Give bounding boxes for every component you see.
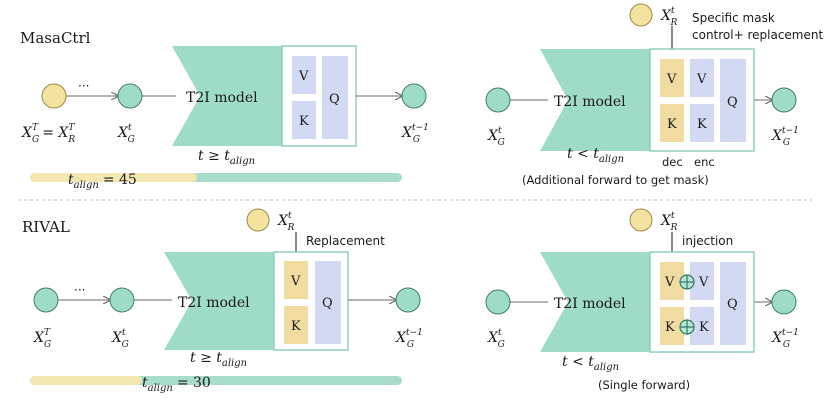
reference-latent-node	[246, 208, 270, 232]
v-block	[292, 56, 316, 94]
k-label: K	[299, 114, 309, 129]
latent-node-t	[117, 83, 143, 109]
output-latent-node	[395, 287, 421, 313]
k-enc-label: K	[697, 117, 707, 132]
k2-label: K	[699, 320, 709, 335]
ellipsis: ···	[78, 79, 89, 93]
q-block	[315, 261, 341, 344]
annotation-line2: control+ replacement	[692, 28, 823, 42]
timeline-bar-fill	[30, 173, 197, 182]
v-block	[284, 261, 308, 299]
enc-label: enc	[694, 155, 715, 169]
talign-label: talign= 30	[142, 375, 211, 394]
q-block	[720, 59, 746, 142]
q-label: Q	[322, 296, 333, 311]
reference-latent-node	[629, 208, 653, 232]
condition-label: t ≥ talign	[198, 148, 255, 167]
v1-label: V	[664, 275, 675, 290]
model-label: T2I model	[186, 90, 258, 106]
k-label: K	[291, 319, 301, 334]
t2i-model-shape	[540, 252, 650, 352]
k-block	[284, 306, 308, 344]
k-block	[292, 101, 316, 139]
latent-node-t	[109, 287, 135, 313]
v-label: V	[290, 274, 301, 289]
t2i-model-shape	[540, 49, 650, 151]
concat-plus-icon	[679, 274, 695, 290]
output-latent-node	[771, 289, 797, 315]
concat-plus-icon	[679, 319, 695, 335]
input-latent-node	[485, 289, 511, 315]
panel-title-rival: RIVAL	[22, 218, 70, 236]
q-block	[720, 262, 746, 345]
t2i-model-shape	[172, 46, 282, 146]
talign-label: talign= 45	[68, 172, 137, 191]
condition-label: t < talign	[567, 146, 624, 165]
source-latent-node	[41, 83, 67, 109]
caption: (Additional forward to get mask)	[522, 173, 709, 187]
output-latent-node	[401, 83, 427, 109]
model-label: T2I model	[178, 295, 250, 311]
v2-label: V	[698, 275, 709, 290]
dec-label: dec	[662, 155, 683, 169]
input-latent-node	[485, 87, 511, 113]
model-label: T2I model	[554, 296, 626, 312]
k-dec-label: K	[667, 117, 677, 132]
q-block	[322, 56, 348, 139]
panel-title-masactrl: MasaCtrl	[20, 29, 91, 47]
caption: (Single forward)	[598, 378, 690, 392]
annotation-line1: Specific mask	[692, 11, 775, 25]
q-label: Q	[727, 95, 738, 110]
q-label: Q	[329, 92, 340, 107]
v-enc-block	[690, 59, 714, 97]
replacement-annotation: Replacement	[306, 234, 385, 248]
v-dec-block	[660, 59, 684, 97]
condition-label: t ≥ talign	[190, 350, 247, 369]
timeline-bar-fill	[30, 376, 142, 385]
start-latent-node	[33, 287, 59, 313]
model-label: T2I model	[554, 94, 626, 110]
v-dec-label: V	[666, 72, 677, 87]
k-dec-block	[660, 104, 684, 142]
v-enc-label: V	[696, 72, 707, 87]
q-label: Q	[727, 297, 738, 312]
injection-annotation: injection	[682, 234, 733, 248]
k1-label: K	[665, 320, 675, 335]
k-enc-block	[690, 104, 714, 142]
t2i-model-shape	[164, 252, 274, 350]
v-label: V	[298, 69, 309, 84]
output-latent-node	[771, 87, 797, 113]
ellipsis: ···	[74, 283, 85, 297]
condition-label: t < talign	[562, 354, 619, 373]
reference-latent-node	[629, 3, 653, 27]
